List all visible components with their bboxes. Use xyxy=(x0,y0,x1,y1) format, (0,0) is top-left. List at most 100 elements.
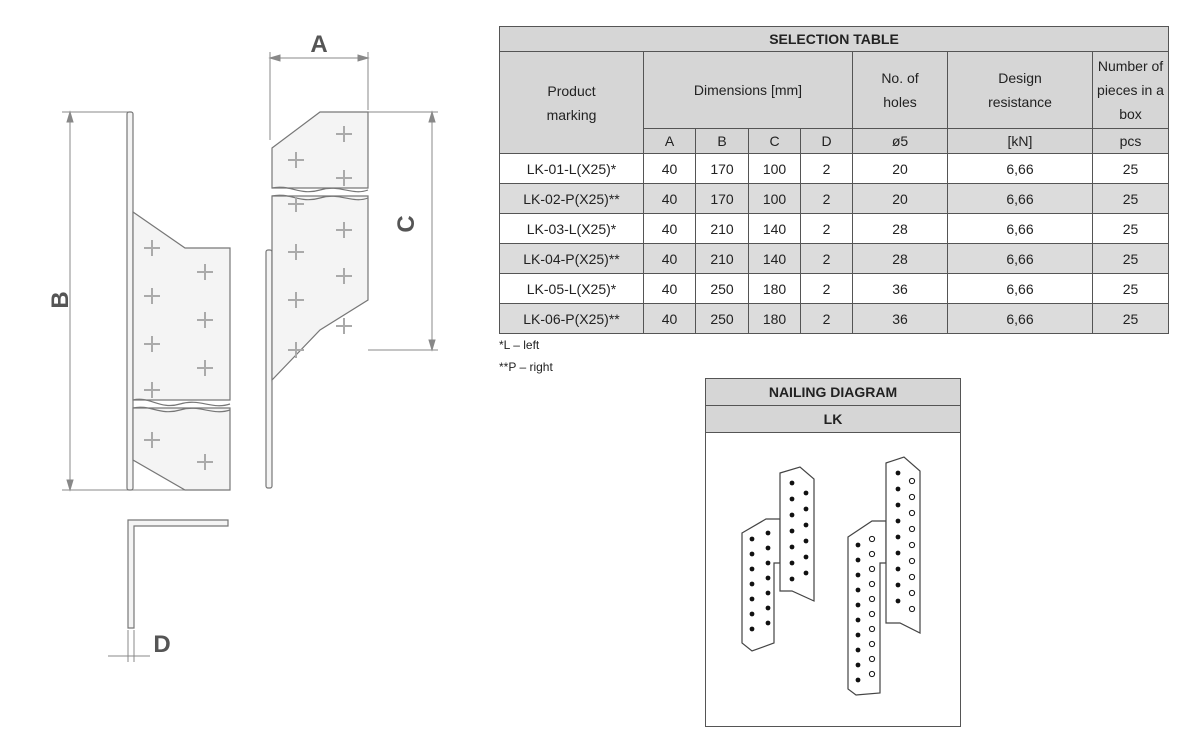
nail-dot xyxy=(803,538,809,544)
cell-a: 40 xyxy=(643,243,696,274)
nail-dot xyxy=(855,572,861,578)
cell-holes: 20 xyxy=(852,153,948,184)
nail-hole-icon xyxy=(197,312,213,328)
table-row: LK-01-L(X25)* 40 170 100 2 20 6,66 25 xyxy=(499,153,1170,184)
nail-dot xyxy=(895,502,901,508)
cell-a: 40 xyxy=(643,183,696,214)
nail-dot xyxy=(765,605,771,611)
cell-b: 210 xyxy=(695,243,749,274)
subheader-b: B xyxy=(695,128,749,154)
nail-dot xyxy=(749,551,755,557)
cell-d: 2 xyxy=(800,213,853,244)
nail-dot xyxy=(765,620,771,626)
cell-holes: 36 xyxy=(852,303,948,334)
nail-dot xyxy=(908,541,916,549)
cell-resistance: 6,66 xyxy=(947,243,1093,274)
subheader-d: D xyxy=(800,128,853,154)
header-dimensions: Dimensions [mm] xyxy=(643,51,853,129)
selection-table: SELECTION TABLE Product marking Dimensio… xyxy=(498,26,1170,334)
cell-c: 100 xyxy=(748,153,801,184)
cell-b: 210 xyxy=(695,213,749,244)
cell-resistance: 6,66 xyxy=(947,153,1093,184)
nail-dot xyxy=(895,566,901,572)
nail-hole-icon xyxy=(144,288,160,304)
cell-b: 250 xyxy=(695,273,749,304)
nail-hole-icon xyxy=(197,264,213,280)
nail-dot xyxy=(868,640,876,648)
subheader-resistance: [kN] xyxy=(947,128,1093,154)
subheader-c: C xyxy=(748,128,801,154)
cell-pcs: 25 xyxy=(1091,153,1170,184)
nail-dot xyxy=(855,632,861,638)
nail-dot xyxy=(895,470,901,476)
nail-hole-icon xyxy=(144,240,160,256)
cell-holes: 20 xyxy=(852,183,948,214)
nail-dot xyxy=(749,536,755,542)
nail-dot xyxy=(908,509,916,517)
cell-resistance: 6,66 xyxy=(947,303,1093,334)
nail-dot xyxy=(789,560,795,566)
subheader-holes: ø5 xyxy=(852,128,948,154)
nail-hole-icon xyxy=(336,126,352,142)
nail-dot xyxy=(789,576,795,582)
nail-dot xyxy=(765,560,771,566)
nail-hole-icon xyxy=(288,152,304,168)
header-pieces: Number of pieces in a box xyxy=(1091,51,1170,129)
nail-hole-icon xyxy=(336,268,352,284)
cell-resistance: 6,66 xyxy=(947,273,1093,304)
cell-c: 180 xyxy=(748,273,801,304)
cell-d: 2 xyxy=(800,303,853,334)
nail-dot xyxy=(868,565,876,573)
nail-dot xyxy=(765,530,771,536)
subheader-pieces: pcs xyxy=(1091,128,1170,154)
nail-dot xyxy=(895,582,901,588)
nail-hole-icon xyxy=(288,292,304,308)
nail-dot xyxy=(749,596,755,602)
nail-dot xyxy=(895,550,901,556)
label-d: D xyxy=(153,631,170,658)
nail-dot xyxy=(855,587,861,593)
cell-b: 170 xyxy=(695,183,749,214)
cell-pcs: 25 xyxy=(1091,273,1170,304)
nail-dot xyxy=(789,544,795,550)
nail-dot xyxy=(855,662,861,668)
technical-drawing: B A C D xyxy=(47,31,438,662)
cell-d: 2 xyxy=(800,183,853,214)
table-row: LK-05-L(X25)* 40 250 180 2 36 6,66 25 xyxy=(499,273,1170,304)
nail-hole-icon xyxy=(144,336,160,352)
cell-c: 140 xyxy=(748,213,801,244)
nailing-illustration xyxy=(741,456,921,696)
nail-dot xyxy=(855,617,861,623)
table-row: LK-03-L(X25)* 40 210 140 2 28 6,66 25 xyxy=(499,213,1170,244)
nail-hole-icon xyxy=(336,170,352,186)
cell-marking: LK-04-P(X25)** xyxy=(499,243,644,274)
nail-dot xyxy=(789,496,795,502)
nail-dot xyxy=(749,566,755,572)
nail-dot xyxy=(749,581,755,587)
cell-marking: LK-01-L(X25)* xyxy=(499,153,644,184)
nail-dot xyxy=(765,575,771,581)
nailing-diagram: NAILING DIAGRAM LK xyxy=(705,378,961,727)
nail-hole-icon xyxy=(197,454,213,470)
nail-dot xyxy=(868,655,876,663)
nail-dot xyxy=(765,590,771,596)
nailing-diagram-title: NAILING DIAGRAM xyxy=(706,379,960,406)
table-title: SELECTION TABLE xyxy=(498,26,1170,52)
cell-d: 2 xyxy=(800,243,853,274)
nail-dot xyxy=(868,670,876,678)
cell-pcs: 25 xyxy=(1091,243,1170,274)
nail-dot xyxy=(749,611,755,617)
nail-dot xyxy=(803,570,809,576)
label-b: B xyxy=(47,291,74,308)
cell-d: 2 xyxy=(800,153,853,184)
cell-pcs: 25 xyxy=(1091,303,1170,334)
nail-dot xyxy=(908,605,916,613)
nail-dot xyxy=(765,545,771,551)
label-a: A xyxy=(310,31,327,58)
nail-hole-icon xyxy=(197,360,213,376)
nail-dot xyxy=(908,493,916,501)
cell-a: 40 xyxy=(643,213,696,244)
nail-dot xyxy=(855,542,861,548)
nail-dot xyxy=(855,677,861,683)
nail-dot xyxy=(908,477,916,485)
